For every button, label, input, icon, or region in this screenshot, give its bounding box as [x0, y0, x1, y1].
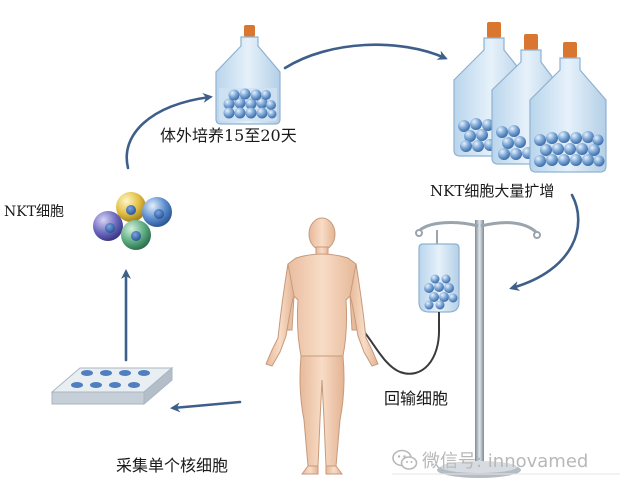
wechat-icon: [392, 449, 418, 471]
cell-culture-plate: [50, 366, 174, 406]
arrow-cells-to-culture: [125, 92, 213, 170]
iv-bag-cells: [424, 274, 458, 310]
watermark: 微信号: innovamed: [392, 447, 588, 473]
cultured-cells: [223, 88, 277, 119]
label-reinfusion: 回输细胞: [384, 389, 449, 408]
label-in-vitro-culture: 体外培养15至20天: [160, 126, 297, 145]
watermark-text: 微信号: innovamed: [422, 451, 589, 472]
label-nkt-expansion: NKT细胞大量扩增: [430, 182, 555, 200]
human-figure: [265, 217, 379, 475]
nkt-cell-cluster: [93, 192, 172, 250]
arrow-culture-to-expansion: [283, 43, 448, 70]
label-nkt-cells: NKT细胞: [4, 204, 65, 220]
process-arrows: [121, 43, 580, 413]
expansion-flasks: [453, 22, 607, 173]
expansion-flask-3: [529, 42, 607, 173]
iv-bag: [364, 230, 460, 375]
iv-tube: [364, 312, 441, 375]
culture-flask: [215, 25, 281, 125]
label-collect-mononuclear-cells: 采集单个核细胞: [116, 456, 229, 475]
flask-cap: [244, 25, 255, 37]
plate-wells: [71, 370, 150, 388]
arrow-collection-to-plate: [170, 400, 242, 413]
arrow-expansion-to-reinfusion: [509, 193, 580, 291]
